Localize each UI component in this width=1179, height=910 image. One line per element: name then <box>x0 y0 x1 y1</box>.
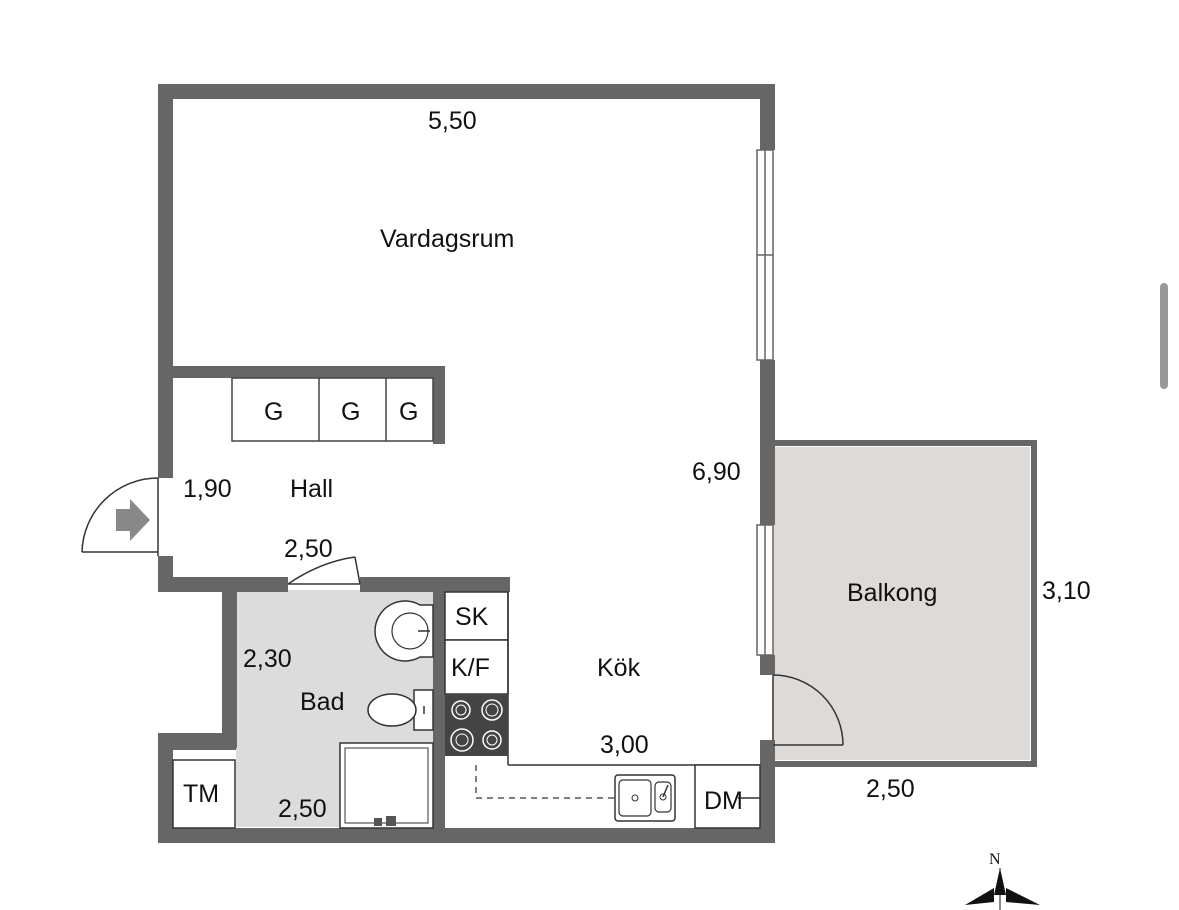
dimension-balkong-depth: 3,10 <box>1042 577 1091 605</box>
wardrobe-label-1: G <box>264 398 283 426</box>
dimension-total-height: 6,90 <box>692 458 741 486</box>
dishwasher-label: DM <box>704 787 743 815</box>
balcony-floor <box>773 447 1030 760</box>
entrance-door <box>81 477 159 556</box>
compass-rose-icon: N <box>965 851 1040 910</box>
room-label-balkong: Balkong <box>847 579 937 607</box>
wardrobe-label-3: G <box>399 398 418 426</box>
window-living-room <box>756 149 774 361</box>
scrollbar[interactable] <box>1160 283 1168 389</box>
room-label-hall: Hall <box>290 475 333 503</box>
dimension-balkong-width: 2,50 <box>866 775 915 803</box>
dimension-kok-width: 3,00 <box>600 731 649 759</box>
washing-machine-label: TM <box>183 780 219 808</box>
dimension-hall-width: 2,50 <box>284 535 333 563</box>
wardrobes <box>231 377 434 442</box>
walls <box>158 84 775 843</box>
room-label-vardagsrum: Vardagsrum <box>380 225 514 253</box>
entrance-arrow-icon <box>116 499 150 541</box>
wardrobe-label-2: G <box>341 398 360 426</box>
dimension-hall-depth: 1,90 <box>183 475 232 503</box>
washing-machine <box>172 759 236 829</box>
dimension-vardagsrum-width: 5,50 <box>428 107 477 135</box>
freezer-label: SK <box>455 603 489 631</box>
fridge-freezer-label: K/F <box>451 654 490 682</box>
compass-north-label: N <box>989 851 1001 868</box>
dimension-bad-width: 2,50 <box>278 795 327 823</box>
bathroom-door <box>287 556 361 585</box>
washbasin <box>374 600 434 662</box>
stove <box>445 694 508 756</box>
kitchen-sink <box>614 774 676 822</box>
room-label-bad: Bad <box>300 688 344 716</box>
balcony-door <box>772 674 844 746</box>
kitchen-units <box>444 591 761 829</box>
room-label-kok: Kök <box>597 654 641 682</box>
toilet <box>367 689 434 731</box>
dimension-bad-depth: 2,30 <box>243 645 292 673</box>
shower <box>339 742 434 829</box>
window-kitchen <box>756 524 774 656</box>
balcony-railing <box>773 440 1037 767</box>
